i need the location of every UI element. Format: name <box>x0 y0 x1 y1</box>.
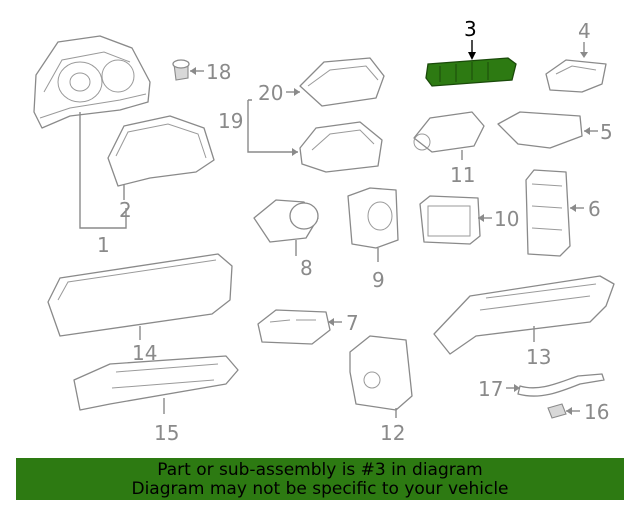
part-13-console-panel <box>433 275 615 355</box>
part-8-start-button <box>253 199 319 243</box>
part-10-hazard-switch <box>419 195 481 245</box>
callout-11: 11 <box>450 163 475 187</box>
part-3-switch-highlighted <box>425 57 517 87</box>
part-9-clock <box>347 187 399 249</box>
callout-2: 2 <box>119 198 132 222</box>
callout-17: 17 <box>478 377 503 401</box>
callout-7: 7 <box>346 311 359 335</box>
part-14-display <box>47 253 233 337</box>
part-1-cluster-housing <box>33 35 151 129</box>
part-19-bracket-module <box>299 121 383 173</box>
callout-4: 4 <box>578 19 591 43</box>
parts-diagram: 1 2 18 20 19 3 4 11 5 <box>33 17 615 445</box>
callout-20: 20 <box>258 81 283 105</box>
callout-3: 3 <box>464 17 477 41</box>
callout-18: 18 <box>206 60 231 84</box>
callout-1-leader <box>79 112 127 229</box>
part-2-cluster-lens <box>107 115 215 187</box>
callout-6: 6 <box>588 197 601 221</box>
callout-19: 19 <box>218 109 243 133</box>
part-5-column-switch <box>497 111 583 149</box>
callout-13: 13 <box>526 345 551 369</box>
part-18-clip <box>172 59 190 81</box>
part-4-switch <box>545 59 607 93</box>
callout-10: 10 <box>494 207 519 231</box>
banner-line-1: Part or sub-assembly is #3 in diagram <box>157 460 483 480</box>
part-17-harness <box>517 373 605 397</box>
callout-15: 15 <box>154 421 179 445</box>
part-15-reinforcement <box>73 355 239 411</box>
callout-16: 16 <box>584 400 609 424</box>
callout-5: 5 <box>600 120 613 144</box>
part-6-control-module <box>525 169 571 257</box>
banner-line-2: Diagram may not be specific to your vehi… <box>131 479 509 499</box>
callout-1: 1 <box>97 233 110 257</box>
info-banner: Part or sub-assembly is #3 in diagram Di… <box>16 458 624 500</box>
part-16-clip <box>547 403 567 419</box>
part-12-bracket <box>349 335 413 411</box>
callout-9: 9 <box>372 268 385 292</box>
callout-12: 12 <box>380 421 405 445</box>
callout-19-leader <box>247 99 298 153</box>
part-20-module <box>299 57 385 107</box>
part-7-switch-panel <box>257 309 331 345</box>
part-11-ignition <box>413 111 485 153</box>
callout-8: 8 <box>300 256 313 280</box>
